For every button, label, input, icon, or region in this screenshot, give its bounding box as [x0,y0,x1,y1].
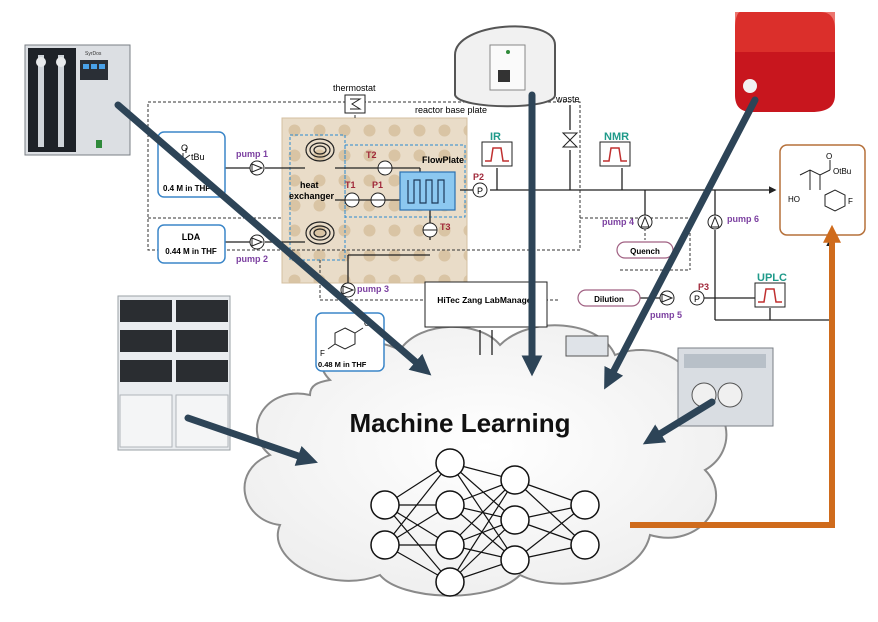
arrow-hplc-to-ml [184,414,318,466]
nn-connection [449,479,516,583]
thermostat-icon [344,94,366,114]
ester-tbu-label: tBu [191,152,205,162]
data-arrows [114,91,759,466]
pump-5-label: pump 5 [650,310,682,320]
p1-label: P1 [372,180,383,190]
nn-node [370,490,400,520]
nn-connection [384,462,451,546]
magritek-nmr-image [735,12,835,112]
nn-node [570,530,600,560]
product-f-label: F [848,197,853,206]
p3-label: P3 [698,282,709,292]
uplc-label: UPLC [757,272,787,284]
arrow-syringe-to-ml [114,101,432,376]
p3-symbol: P [694,294,700,304]
lda-name: LDA [182,232,201,242]
dilution-label: Dilution [594,295,624,304]
heat-exchanger [305,138,335,245]
pump-symbols [249,160,723,306]
t3-sensor [422,222,438,238]
t1-sensor [344,192,360,208]
product-ho-label: HO [788,195,800,204]
p2-symbol: P [477,186,483,196]
reactor-base-plate-label: reactor base plate [415,105,487,115]
machine-learning-cloud [243,324,728,597]
aldehyde-concentration: 0.48 M in THF [318,360,367,369]
flowplate-reactor [399,171,456,211]
lda-concentration: 0.44 M in THF [165,247,217,256]
uplc-spectrum-icon [754,282,786,308]
exchanger-label: exchanger [289,191,335,201]
t3-label: T3 [440,222,451,232]
thermostat-label: thermostat [333,83,376,93]
pump-4-symbol [637,214,653,230]
nn-node [435,567,465,597]
flowplate-label: FlowPlate [422,155,464,165]
reagent-lda-box: LDA 0.44 M in THF [157,224,226,264]
product-box: O OtBu HO F [779,144,866,236]
pump-2-label: pump 2 [236,254,268,264]
nn-node [500,465,530,495]
nn-node [370,530,400,560]
nn-node [500,505,530,535]
t2-sensor [377,160,393,176]
aldehyde-f-label: F [320,349,325,358]
pump-1-symbol [249,160,265,176]
nn-connection [449,479,516,546]
nn-node [500,545,530,575]
p2-label: P2 [473,172,484,182]
product-o-label: O [826,152,832,161]
t2-label: T2 [366,150,377,160]
sensor-symbols [344,160,705,306]
p3-sensor [689,290,705,306]
labmanager-label: HiTec Zang LabManager [437,295,535,305]
nn-node [570,490,600,520]
pump-4-label: pump 4 [602,217,634,227]
pump-6-label: pump 6 [727,214,759,224]
feedback-arrow [630,224,841,528]
pump-6-symbol [707,214,723,230]
syringe-pump-brand: SyrDos [85,51,102,57]
ir-label: IR [490,131,501,143]
quench-label: Quench [630,247,660,256]
dilution-box: Dilution [577,289,641,307]
laptop-icon [565,335,609,357]
nn-connection [449,519,516,583]
nmr-label: NMR [604,131,629,143]
syringe-pump-image: SyrDos [24,44,131,156]
benchtop-nmr-image [454,25,556,108]
pump-5-symbol [659,290,675,306]
nn-node [435,530,465,560]
ester-concentration: 0.4 M in THF [163,184,210,193]
nn-node [435,448,465,478]
machine-learning-title: Machine Learning [349,408,570,438]
nn-connection [449,462,516,561]
ester-o-label: O [181,143,188,153]
p2-sensor [472,182,488,198]
labmanager-box: HiTec Zang LabManager [424,281,548,328]
arrow-magritek-to-ml [604,96,759,390]
waste-label: waste [555,94,580,104]
neural-network [370,448,600,597]
nn-node [435,490,465,520]
pump-2-symbol [249,234,265,250]
pump-1-label: pump 1 [236,149,268,159]
nn-connection [514,504,586,561]
ir-spectrum-icon [481,141,513,167]
p1-sensor [370,192,386,208]
product-otbu-label: OtBu [833,167,851,176]
nmr-spectrum-icon [599,141,631,167]
quench-box: Quench [616,241,674,259]
nn-connection [384,504,451,583]
waste-valve-icon [561,132,579,148]
pump-3-symbol [340,282,356,298]
arrow-uplc-to-ml [642,398,716,445]
heat-label: heat [300,180,319,190]
t1-label: T1 [345,180,356,190]
pump-3-label: pump 3 [357,284,389,294]
